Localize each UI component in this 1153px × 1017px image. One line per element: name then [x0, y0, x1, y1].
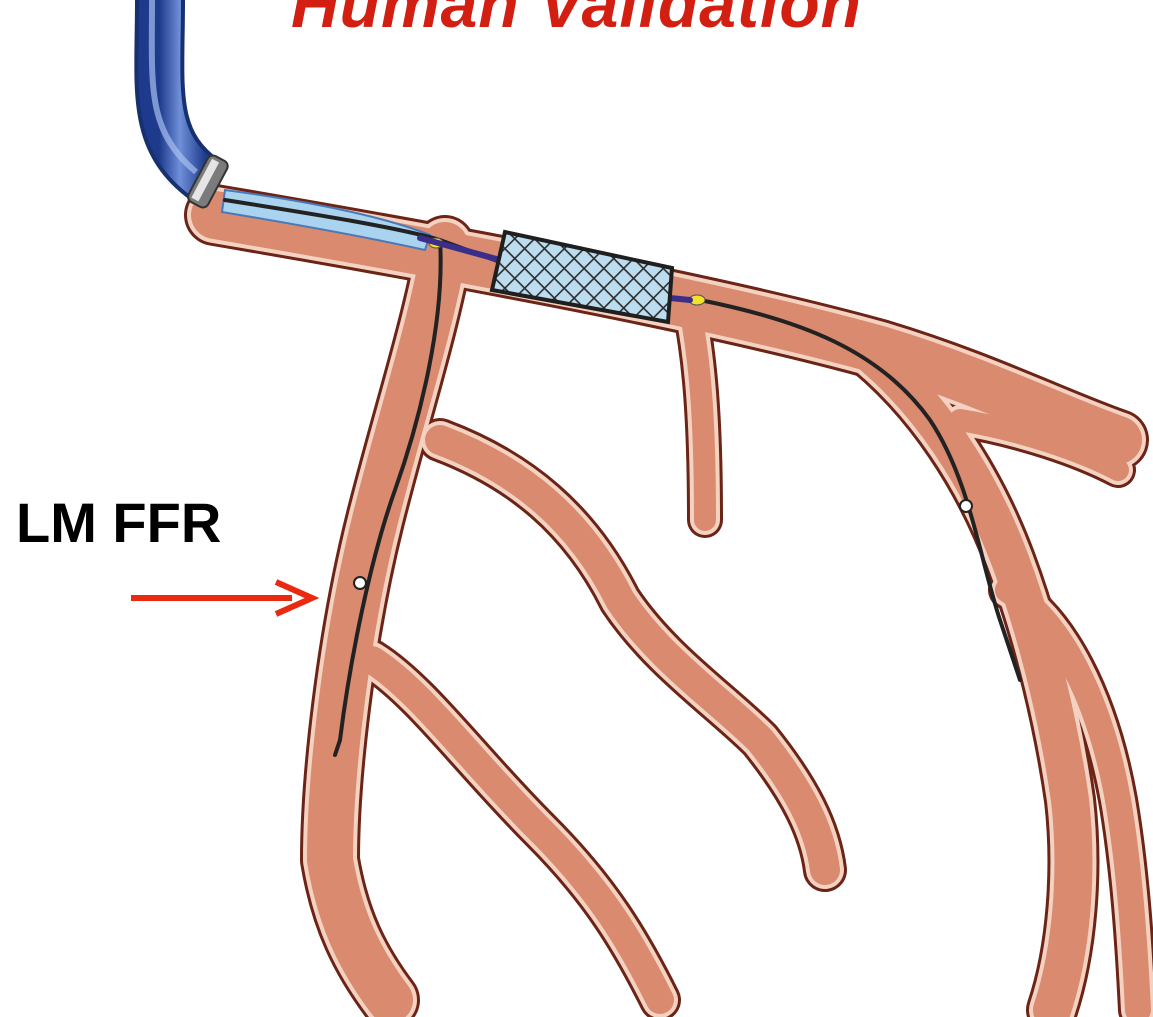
guide-catheter-icon — [152, 0, 230, 210]
lm-ffr-label: LM FFR — [16, 490, 221, 555]
pointer-arrow-icon — [131, 582, 312, 614]
